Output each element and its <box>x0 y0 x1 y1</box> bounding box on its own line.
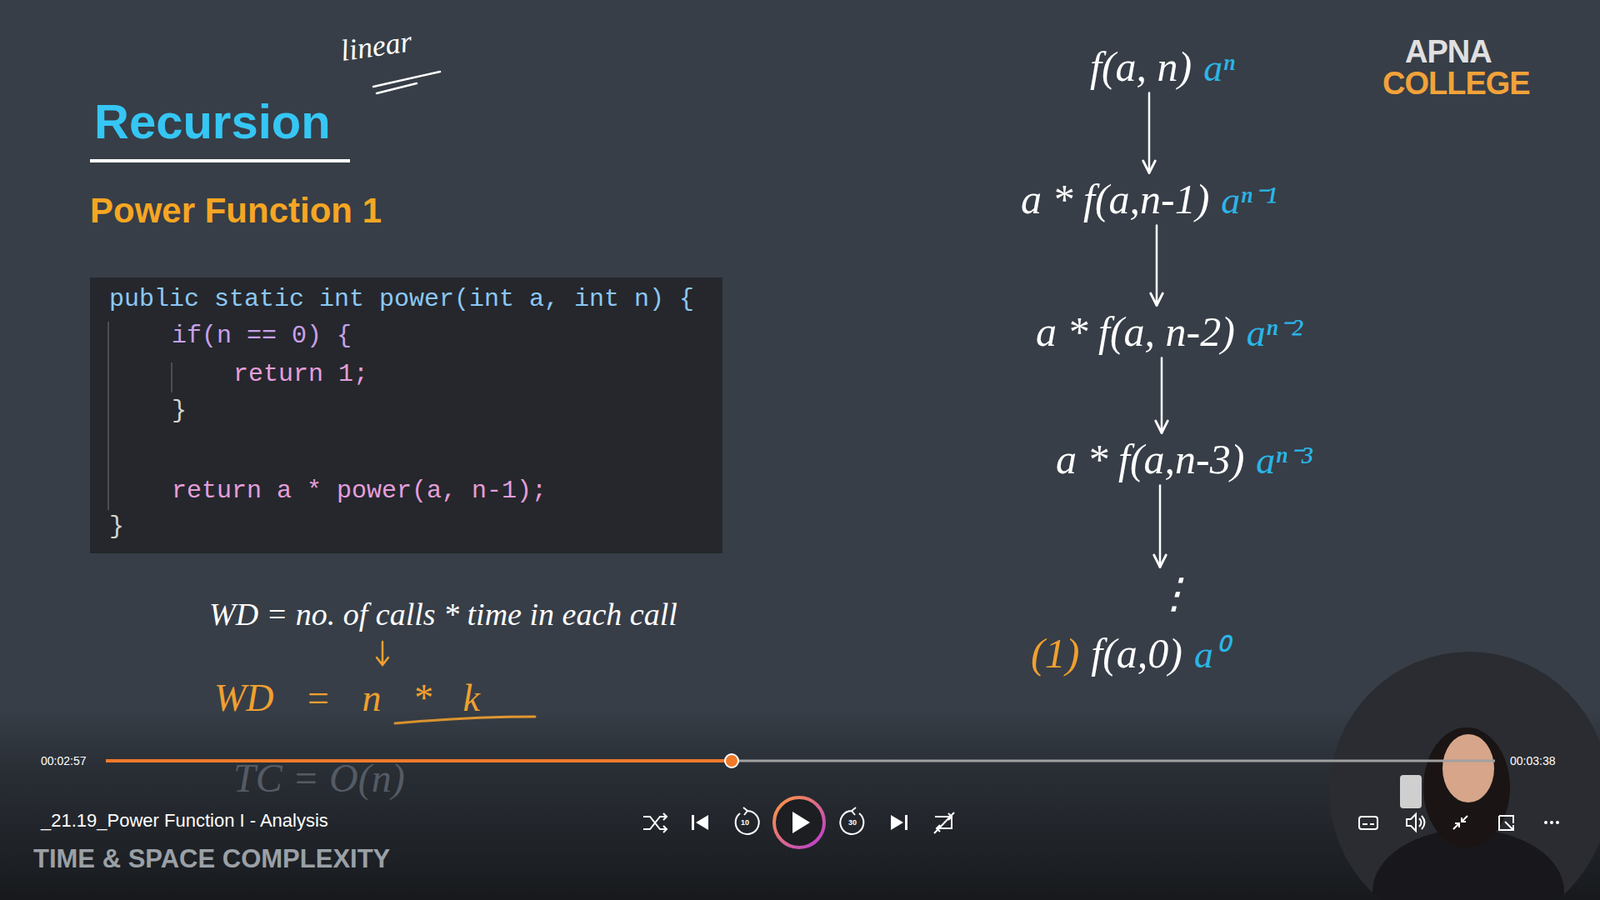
code-line: public static int power(int a, int n) { <box>109 284 695 315</box>
power-value: aⁿ⁻¹ <box>1220 180 1277 223</box>
presenter-hair <box>1423 727 1510 848</box>
call-text: a * f(a, n-2) <box>1035 309 1235 355</box>
more-icon <box>1550 820 1554 825</box>
video-title: _21.19_Power Function I - Analysis <box>40 810 329 832</box>
rewind-icon <box>735 807 760 835</box>
code-line: return a * power(a, n-1); <box>171 475 547 506</box>
call-arrow <box>1155 225 1159 306</box>
logo-text: APNA <box>1405 33 1492 72</box>
handwritten-note: WD = no. of calls * time in each call <box>209 595 678 635</box>
subtitles-icon <box>1359 816 1378 830</box>
power-value: aⁿ <box>1203 47 1235 90</box>
recursion-step: (1)f(a,0) a⁰ <box>1030 630 1227 677</box>
code-line: if(n == 0) { <box>171 320 352 351</box>
indent-guide <box>170 362 173 393</box>
handwritten-note: linear <box>338 23 415 70</box>
shrink-icon <box>1453 815 1468 830</box>
title-underline <box>90 159 350 163</box>
call-arrow <box>1160 358 1164 434</box>
call-arrow <box>1159 485 1162 568</box>
power-value: aⁿ⁻² <box>1246 312 1303 355</box>
play-button <box>774 797 825 848</box>
progress-knob <box>725 754 739 768</box>
course-name: TIME & SPACE COMPLEXITY <box>33 843 390 875</box>
presenter-face <box>1442 734 1495 803</box>
faded-note: TC = O(n) <box>233 754 405 803</box>
repeat-icon <box>934 812 955 834</box>
more-icon <box>1555 820 1560 825</box>
call-text: (1) <box>1030 630 1080 677</box>
call-text: f(a, n) <box>1090 44 1192 90</box>
recursion-step: ⋮ <box>1153 570 1195 617</box>
play-icon <box>792 811 810 834</box>
call-text: a * f(a,n-1) <box>1020 176 1210 223</box>
webcam-view <box>1329 651 1600 900</box>
next-icon <box>905 815 908 830</box>
power-value: aⁿ⁻³ <box>1255 440 1312 483</box>
indent-guide <box>107 321 110 510</box>
webcam-object <box>1400 775 1422 809</box>
handwritten-note: WD = n * k <box>214 675 480 721</box>
progress-fill <box>105 759 732 763</box>
volume-icon <box>1406 814 1425 831</box>
skip-seconds: 30 <box>848 818 857 828</box>
handwritten-underline <box>373 71 440 94</box>
code-line: } <box>171 395 187 426</box>
code-panel <box>90 277 723 554</box>
call-text: ⋮ <box>1153 570 1195 617</box>
forward-icon <box>840 807 864 835</box>
prev-icon <box>695 815 709 830</box>
power-value: a⁰ <box>1194 634 1227 677</box>
recursion-step: f(a, n) aⁿ <box>1090 44 1235 90</box>
time-stamp: 00:03:38 <box>1510 754 1556 769</box>
code-line: return 1; <box>233 359 369 390</box>
time-stamp: 00:02:57 <box>40 754 87 769</box>
slide-subtitle: Power Function 1 <box>90 190 382 232</box>
shuffle-icon <box>643 813 667 833</box>
skip-seconds: 10 <box>740 818 750 828</box>
call-text: f(a,0) <box>1090 630 1183 677</box>
call-text: a * f(a,n-3) <box>1055 436 1245 483</box>
recursion-step: a * f(a,n-3)aⁿ⁻³ <box>1055 436 1313 483</box>
next-icon <box>890 815 904 830</box>
prev-icon <box>691 815 695 830</box>
subtitles-icon <box>1362 823 1375 825</box>
recursion-step: a * f(a, n-2) aⁿ⁻² <box>1035 309 1303 355</box>
pip-icon <box>1499 815 1514 830</box>
call-arrow <box>1148 93 1151 174</box>
pointer-arrow <box>376 641 389 665</box>
slide-title: Recursion <box>94 93 331 150</box>
more-icon <box>1544 820 1548 825</box>
logo-text: COLLEGE <box>1382 65 1530 104</box>
code-line: } <box>109 511 125 542</box>
recursion-step: a * f(a,n-1)aⁿ⁻¹ <box>1020 176 1278 223</box>
